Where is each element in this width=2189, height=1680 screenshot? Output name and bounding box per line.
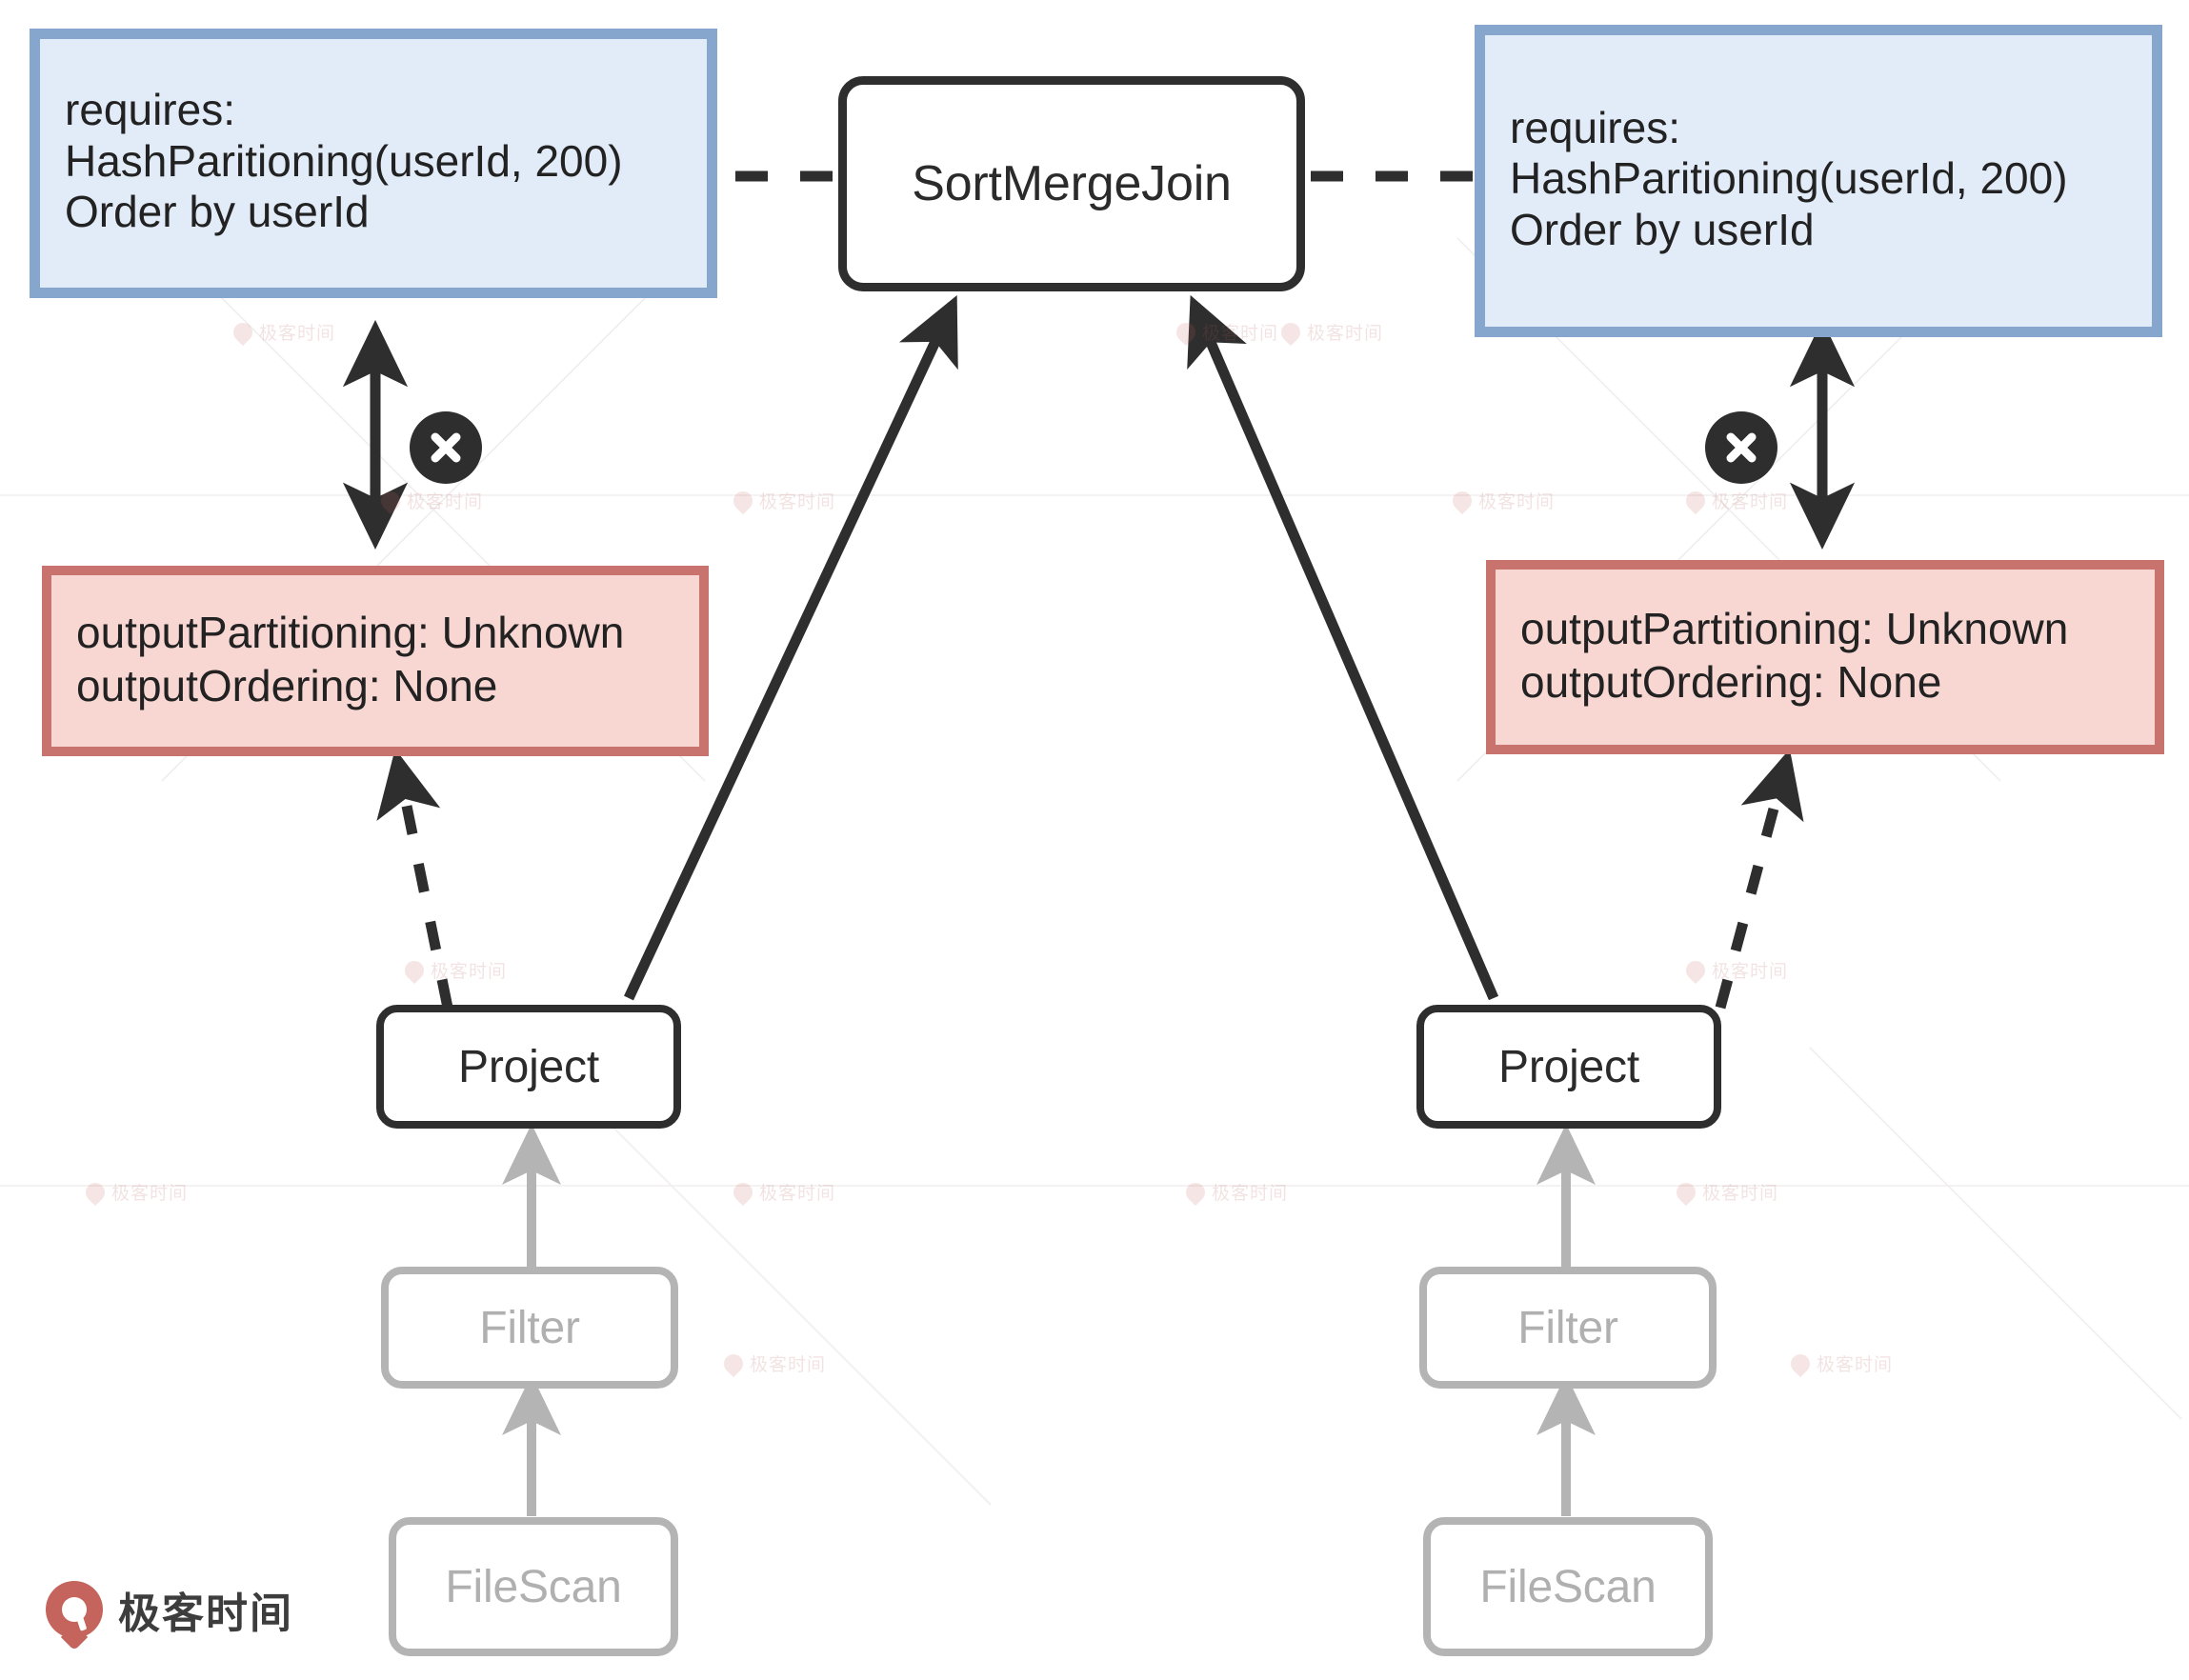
geektime-q-glyph <box>62 1597 87 1622</box>
watermark-text: 极客时间 <box>431 962 508 982</box>
left-requirement-line-2: HashParitioning(userId, 200) <box>65 135 623 186</box>
right-conflict-x-icon <box>1705 411 1777 484</box>
watermark: 极客时间 <box>1181 1178 1289 1206</box>
right-output-box: outputPartitioning: Unknown outputOrderi… <box>1486 560 2164 754</box>
node-right-filescan-label: FileScan <box>1479 1561 1657 1612</box>
watermark-pin-icon <box>1681 956 1710 984</box>
watermark-pin-icon <box>719 1350 748 1377</box>
watermark: 极客时间 <box>729 487 836 514</box>
node-left-filescan[interactable]: FileScan <box>389 1517 678 1656</box>
watermark: 极客时间 <box>1672 1178 1779 1206</box>
watermark-pin-icon <box>1276 318 1305 346</box>
watermark: 极客时间 <box>1681 956 1789 984</box>
watermark-text: 极客时间 <box>111 1184 189 1204</box>
watermark-pin-icon <box>1672 1178 1700 1206</box>
left-requirement-line-1: requires: <box>65 85 235 135</box>
watermark-text: 极客时间 <box>759 492 836 512</box>
watermark-pin-icon <box>81 1178 110 1206</box>
watermark: 极客时间 <box>1681 487 1789 514</box>
node-sort-merge-join[interactable]: SortMergeJoin <box>838 76 1305 291</box>
watermark-pin-icon <box>1681 487 1710 514</box>
geektime-pin-icon <box>46 1581 103 1638</box>
node-right-filter[interactable]: Filter <box>1419 1267 1717 1389</box>
watermark-pin-icon <box>229 318 257 346</box>
watermark-pin-icon <box>1172 318 1200 346</box>
left-requirement-box: requires: HashParitioning(userId, 200) O… <box>30 29 717 298</box>
watermark-pin-icon <box>1181 1178 1210 1206</box>
watermark-text: 极客时间 <box>1712 492 1789 512</box>
node-right-project[interactable]: Project <box>1416 1005 1721 1129</box>
watermark: 极客时间 <box>229 318 336 346</box>
watermark: 极客时间 <box>1448 487 1556 514</box>
node-left-filter[interactable]: Filter <box>381 1267 678 1389</box>
node-right-project-label: Project <box>1498 1041 1639 1092</box>
right-requirement-line-3: Order by userId <box>1510 204 1815 254</box>
node-left-filter-label: Filter <box>479 1302 580 1353</box>
right-output-line-1: outputPartitioning: Unknown <box>1520 603 2069 653</box>
node-left-filescan-label: FileScan <box>445 1561 622 1612</box>
edge-left-project-to-output <box>376 749 453 1010</box>
right-output-line-2: outputOrdering: None <box>1520 657 1942 707</box>
right-requirement-line-1: requires: <box>1510 102 1680 152</box>
watermark: 极客时间 <box>376 487 484 514</box>
watermark: 极客时间 <box>400 956 508 984</box>
left-output-box: outputPartitioning: Unknown outputOrderi… <box>42 566 709 756</box>
watermark-text: 极客时间 <box>1702 1184 1779 1204</box>
edge-right-project-to-join <box>1187 294 1499 1001</box>
watermark-pin-icon <box>376 487 405 514</box>
watermark: 极客时间 <box>1276 318 1384 346</box>
node-right-filescan[interactable]: FileScan <box>1423 1517 1713 1656</box>
right-requirement-line-2: HashParitioning(userId, 200) <box>1510 153 2068 204</box>
watermark-pin-icon <box>1448 487 1476 514</box>
watermark-text: 极客时间 <box>759 1184 836 1204</box>
left-output-line-1: outputPartitioning: Unknown <box>76 607 625 657</box>
watermark-pin-icon <box>400 956 429 984</box>
watermark: 极客时间 <box>1786 1350 1894 1377</box>
node-left-project[interactable]: Project <box>376 1005 681 1129</box>
watermark-text: 极客时间 <box>750 1355 827 1375</box>
watermark-text: 极客时间 <box>1212 1184 1289 1204</box>
left-requirement-line-3: Order by userId <box>65 187 370 237</box>
watermark-text: 极客时间 <box>1817 1355 1894 1375</box>
left-conflict-x-icon <box>410 411 482 484</box>
watermark: 极客时间 <box>81 1178 189 1206</box>
left-output-line-2: outputOrdering: None <box>76 661 498 710</box>
brand-name: 极客时间 <box>118 1590 293 1637</box>
watermark-pin-icon <box>729 1178 757 1206</box>
watermark-text: 极客时间 <box>1307 324 1384 344</box>
node-left-project-label: Project <box>458 1041 599 1092</box>
watermark-text: 极客时间 <box>1712 962 1789 982</box>
brand-logo: 极客时间 <box>46 1579 293 1640</box>
edge-right-project-to-output <box>1715 749 1804 1010</box>
watermark: 极客时间 <box>719 1350 827 1377</box>
watermark-pin-icon <box>729 487 757 514</box>
watermark-pin-icon <box>1786 1350 1815 1377</box>
watermark: 极客时间 <box>1172 318 1279 346</box>
watermark-text: 极客时间 <box>407 492 484 512</box>
watermark-text: 极客时间 <box>1202 324 1279 344</box>
watermark-text: 极客时间 <box>259 324 336 344</box>
node-sort-merge-join-label: SortMergeJoin <box>912 156 1232 211</box>
watermark-text: 极客时间 <box>1478 492 1556 512</box>
node-right-filter-label: Filter <box>1517 1302 1618 1353</box>
watermark: 极客时间 <box>729 1178 836 1206</box>
right-requirement-box: requires: HashParitioning(userId, 200) O… <box>1475 25 2162 337</box>
